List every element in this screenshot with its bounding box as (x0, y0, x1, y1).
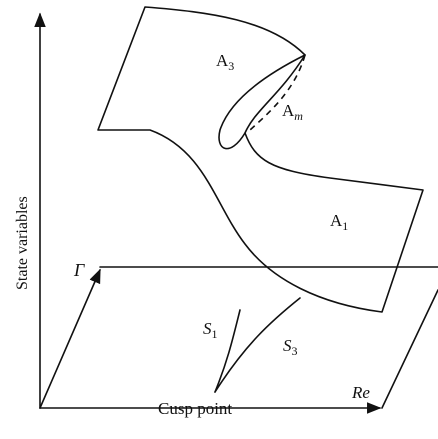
label-am: Am (282, 101, 303, 123)
re-label: Re (351, 383, 370, 402)
s1-curve (214, 309, 241, 393)
folded-surface-outline (97, 6, 424, 313)
label-s1: S1 (203, 319, 218, 341)
label-s3: S3 (283, 336, 298, 358)
state-variables-label: State variables (14, 196, 31, 290)
control-plane-right-edge (381, 289, 438, 409)
fold-edge (244, 54, 306, 134)
cusp-point-label: Cusp point (158, 399, 232, 418)
gamma-axis (39, 268, 101, 409)
label-a1: A1 (330, 211, 348, 233)
label-a3: A3 (216, 51, 234, 73)
gamma-label: Γ (73, 260, 85, 280)
s3-curve (214, 297, 301, 393)
